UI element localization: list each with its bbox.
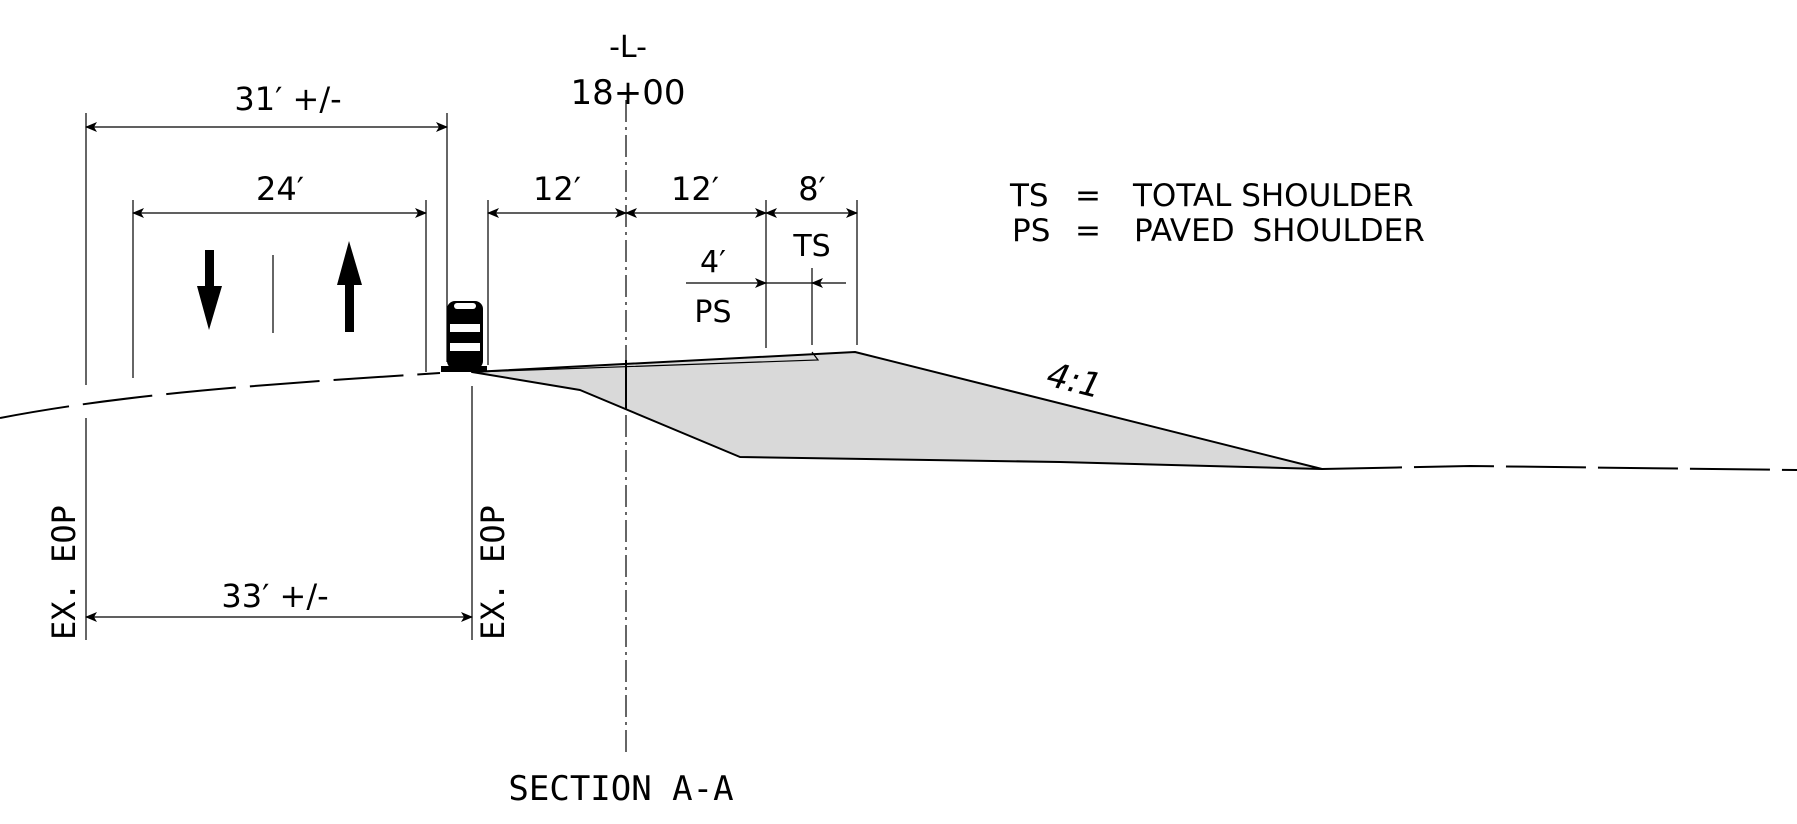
- centerline-station: 18+00: [570, 73, 685, 113]
- slope-label: 4:1: [1043, 355, 1106, 407]
- edge-label-left: EX. EOP: [45, 505, 83, 640]
- dim-total-shoulder-abbr: TS: [792, 229, 830, 264]
- legend: TS = TOTAL SHOULDER PS = PAVED SHOULDER: [1009, 178, 1425, 249]
- dim-paved-shoulder-abbr: PS: [694, 295, 731, 330]
- legend-ts-abbr: TS: [1009, 178, 1049, 214]
- dim-travel-lanes-label: 24′: [256, 170, 304, 208]
- edge-label-right: EX. EOP: [474, 505, 512, 640]
- up-arrow-icon: [337, 241, 362, 332]
- dim-lane-left-label: 12′: [533, 170, 581, 208]
- dim-total-shoulder-label: 8′: [798, 170, 826, 208]
- legend-ps-abbr: PS: [1012, 213, 1050, 249]
- legend-ts-eq: =: [1075, 178, 1101, 214]
- dim-paved-shoulder-label: 4′: [700, 245, 726, 280]
- dim-overall-bottom-label: 33′ +/-: [221, 577, 328, 615]
- pavement-line: [471, 351, 820, 373]
- legend-ps-text: PAVED SHOULDER: [1134, 213, 1425, 249]
- centerline-label: -L-: [609, 30, 647, 65]
- down-arrow-icon: [197, 250, 222, 330]
- existing-ground-left: [0, 372, 441, 419]
- traffic-drum-icon: [441, 301, 487, 372]
- legend-ps-eq: =: [1075, 213, 1101, 249]
- fill-section: [471, 351, 1323, 470]
- dim-lane-right-label: 12′: [671, 170, 719, 208]
- legend-ts-text: TOTAL SHOULDER: [1132, 178, 1414, 214]
- dim-overall-top-label: 31′ +/-: [234, 80, 341, 118]
- section-title: SECTION A-A: [508, 769, 733, 809]
- existing-ground-right: [1321, 464, 1797, 471]
